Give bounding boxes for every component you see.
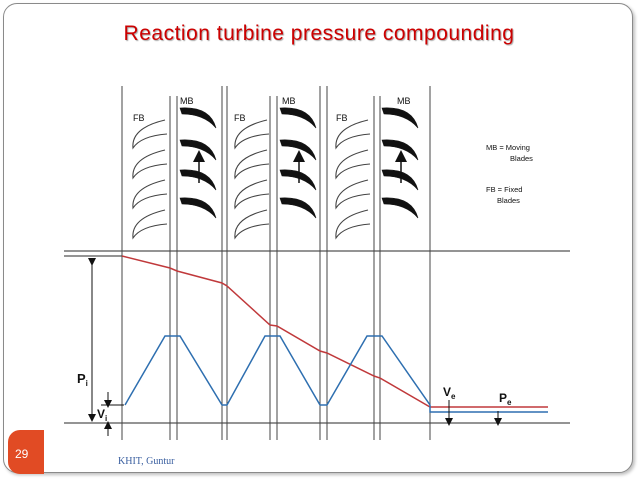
moving-blade (279, 169, 317, 191)
pi-label: Pi (77, 371, 88, 388)
fixed-blades (132, 119, 371, 240)
fb-label-2: FB (234, 113, 246, 123)
moving-blade (179, 169, 217, 191)
fb-label-1: FB (133, 113, 145, 123)
fixed-blade (234, 149, 270, 180)
fixed-blade (234, 119, 270, 150)
fixed-blade (132, 209, 168, 240)
pressure-line (121, 255, 548, 408)
fixed-blade (234, 209, 270, 240)
legend-moving-line2: Blades (510, 154, 533, 163)
legend-fixed-line2: Blades (497, 196, 520, 205)
legend-moving-line1: MB = Moving (486, 143, 530, 152)
moving-blade (381, 139, 419, 161)
fixed-blade (335, 179, 371, 210)
page-number: 29 (15, 447, 29, 461)
fixed-blade (234, 179, 270, 210)
moving-blade (381, 169, 419, 191)
moving-blade (279, 107, 317, 129)
mb-label-3: MB (397, 96, 411, 106)
page-number-badge (8, 430, 44, 474)
fixed-blade (132, 149, 168, 180)
moving-blade (179, 139, 217, 161)
ve-label: Ve (443, 385, 456, 401)
fixed-blade (132, 179, 168, 210)
fixed-blade (335, 149, 371, 180)
mb-label-2: MB (282, 96, 296, 106)
pe-label: Pe (499, 391, 512, 407)
moving-blade (179, 197, 217, 219)
moving-blade (381, 107, 419, 129)
fb-label-3: FB (336, 113, 348, 123)
moving-blade (279, 197, 317, 219)
slide-title: Reaction turbine pressure compounding (123, 22, 515, 45)
moving-blades (179, 107, 419, 219)
fixed-blade (132, 119, 168, 150)
footer-text: KHIT, Guntur (118, 456, 175, 467)
fixed-blade (335, 119, 371, 150)
velocity-line (124, 335, 548, 413)
fixed-blade (335, 209, 371, 240)
vi-label: Vi (97, 407, 107, 423)
legend-fixed-line1: FB = Fixed (486, 185, 522, 194)
moving-blade (381, 197, 419, 219)
moving-blade (279, 139, 317, 161)
stage-dividers (121, 86, 431, 440)
mb-label-1: MB (180, 96, 194, 106)
moving-blade (179, 107, 217, 129)
